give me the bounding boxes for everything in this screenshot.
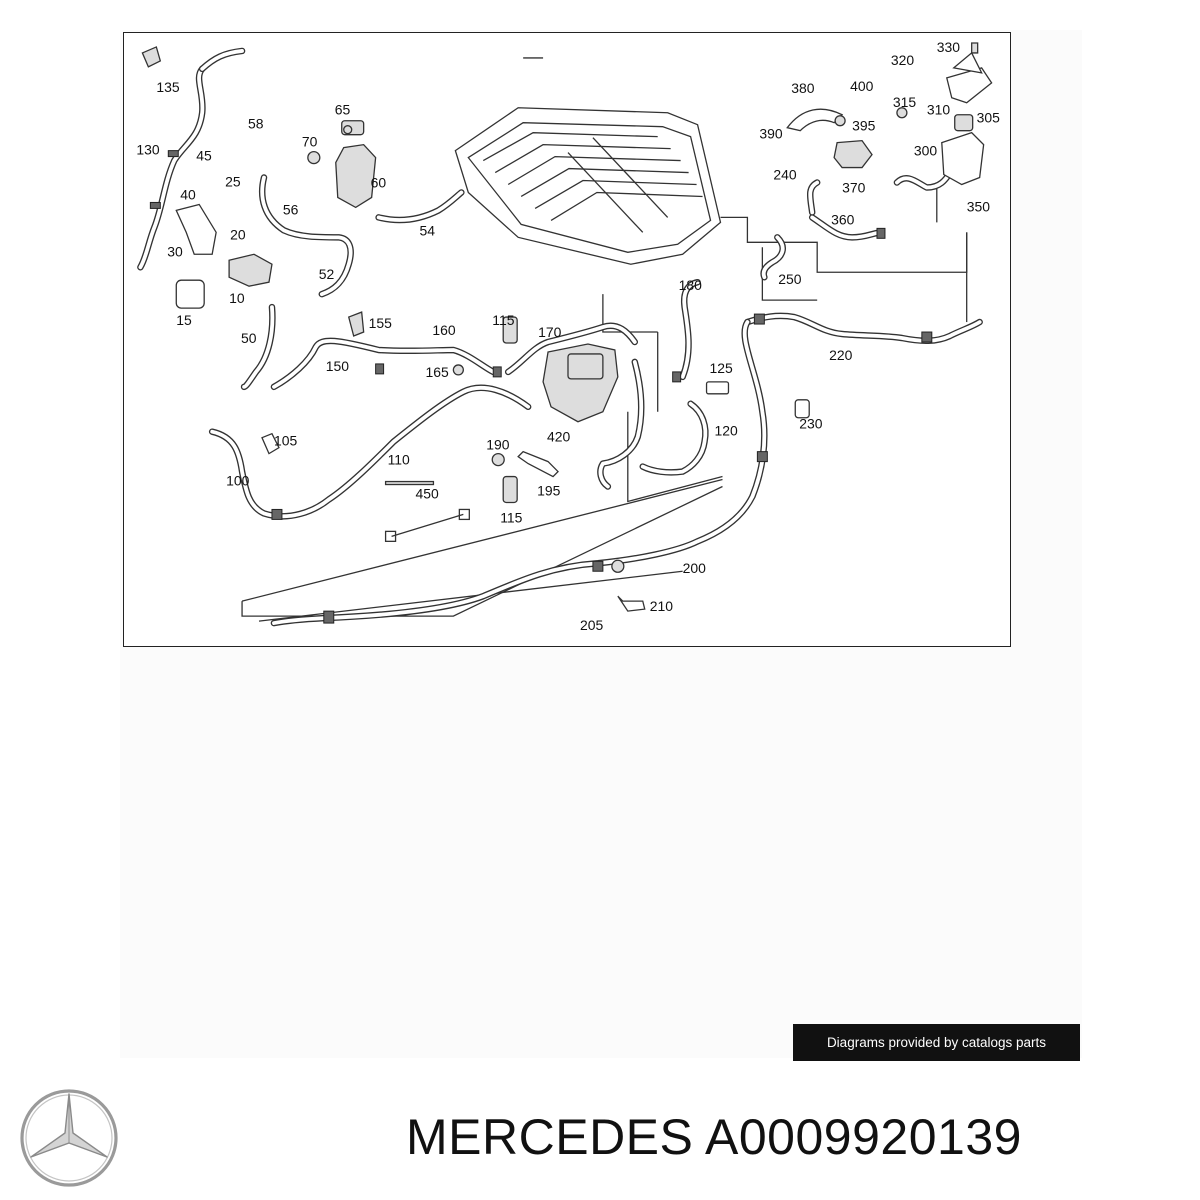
callout-390: 390: [759, 126, 783, 142]
callout-15: 15: [176, 312, 192, 328]
callout-195: 195: [537, 482, 561, 498]
leader-lines: [241, 57, 968, 622]
callout-350: 350: [967, 198, 991, 214]
callout-300: 300: [914, 143, 938, 159]
battery-housing: [454, 107, 722, 265]
callout-52: 52: [319, 266, 335, 282]
callout-30: 30: [167, 243, 183, 259]
callout-310: 310: [927, 102, 951, 118]
hose-clamps: [149, 150, 933, 624]
callout-125: 125: [710, 360, 734, 376]
callout-155: 155: [369, 315, 393, 331]
callout-10: 10: [229, 290, 245, 306]
components: [141, 42, 993, 612]
callout-50: 50: [241, 330, 257, 346]
callout-180: 180: [679, 277, 703, 293]
callout-190: 190: [486, 437, 510, 453]
callout-370: 370: [842, 179, 866, 195]
callout-105: 105: [274, 433, 298, 449]
callout-58: 58: [248, 116, 264, 132]
callout-labels: 135 130 45 40 25 30 20 58 70 65 60 56 54…: [136, 39, 1000, 633]
callout-210: 210: [650, 598, 674, 614]
callout-150: 150: [326, 358, 350, 374]
callout-115b: 115: [500, 509, 522, 525]
part-number: A0009920139: [705, 1109, 1022, 1165]
parts-diagram: 135 130 45 40 25 30 20 58 70 65 60 56 54…: [123, 32, 1011, 647]
callout-110: 110: [388, 452, 410, 468]
callout-330: 330: [937, 39, 961, 55]
callout-100: 100: [226, 473, 250, 489]
callout-380: 380: [791, 80, 815, 96]
callout-450: 450: [415, 485, 439, 501]
callout-160: 160: [432, 322, 456, 338]
callout-165: 165: [425, 364, 449, 380]
callout-205: 205: [580, 617, 604, 633]
callout-305: 305: [977, 110, 1001, 126]
callout-170: 170: [538, 324, 562, 340]
mercedes-star-logo: [20, 1089, 118, 1187]
callout-130: 130: [136, 142, 160, 158]
callout-120: 120: [715, 423, 739, 439]
callout-25: 25: [225, 173, 241, 189]
callout-40: 40: [180, 186, 196, 202]
brand-name: MERCEDES: [406, 1109, 694, 1165]
callout-240: 240: [773, 167, 797, 183]
callout-65: 65: [335, 102, 351, 118]
callout-315: 315: [893, 94, 917, 110]
callout-395: 395: [852, 118, 876, 134]
callout-230: 230: [799, 416, 823, 432]
callout-360: 360: [831, 211, 855, 227]
brand-part-title: MERCEDES A0009920139: [406, 1108, 1022, 1166]
callout-54: 54: [419, 222, 435, 238]
diagram-drawing: 135 130 45 40 25 30 20 58 70 65 60 56 54…: [136, 39, 1000, 633]
callout-45: 45: [196, 148, 212, 164]
callout-115a: 115: [492, 312, 514, 328]
callout-56: 56: [283, 201, 299, 217]
callout-60: 60: [371, 174, 387, 190]
callout-250: 250: [778, 271, 802, 287]
attribution-banner: Diagrams provided by catalogs parts: [793, 1024, 1080, 1061]
callout-220: 220: [829, 347, 853, 363]
callout-20: 20: [230, 226, 246, 242]
callout-420: 420: [547, 429, 571, 445]
callout-400: 400: [850, 78, 874, 94]
callout-135: 135: [156, 79, 180, 95]
callout-200: 200: [683, 560, 707, 576]
callout-320: 320: [891, 52, 915, 68]
callout-70: 70: [302, 134, 318, 150]
